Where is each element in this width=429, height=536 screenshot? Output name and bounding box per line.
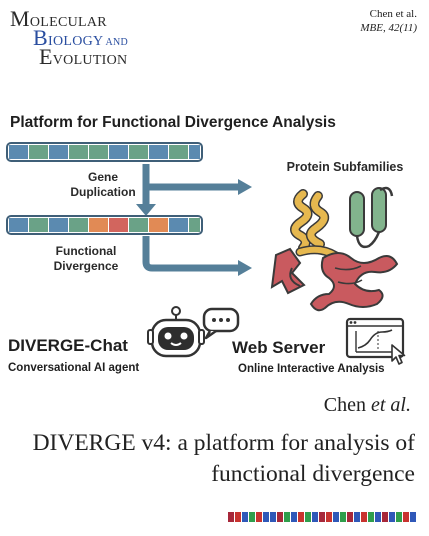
journal-logo-line-3: EVOLUTION [39,44,128,69]
citation-author: Chen et al. [369,8,417,20]
web-server-title: Web Server [232,338,326,357]
dna-sequence-strip [228,512,416,522]
article-authors: Chen et al. [323,394,411,416]
robot-icon [147,306,205,358]
web-analysis-icon [345,317,406,365]
subfamilies-arrow-bottom [142,236,252,276]
journal-logo-line-1: MOLECULAR [10,6,107,31]
subfamilies-arrow-top [142,179,252,195]
functional-divergence-label: Functional Divergence [53,244,119,273]
protein-structure-red [270,247,399,312]
sequence-bar-1 [6,142,203,162]
article-title: DIVERGE v4: a platform for analysis of f… [32,430,415,487]
chat-bubble-icon [202,307,240,340]
citation-block: Chen et al. MBE, 42(11) [360,7,417,35]
diverge-chat-title: DIVERGE-Chat [8,336,128,355]
diverge-chat-subtitle: Conversational AI agent [8,362,140,374]
protein-subfamilies-label: Protein Subfamilies [286,160,404,174]
gene-duplication-label: Gene Duplication [70,170,136,199]
graphical-abstract-title: Platform for Functional Divergence Analy… [10,114,336,131]
protein-structure-yellow-green [290,186,394,261]
sequence-bar-2 [6,215,203,235]
citation-journal-issue: MBE, 42(11) [360,22,417,34]
web-server-subtitle: Online Interactive Analysis [238,363,385,375]
